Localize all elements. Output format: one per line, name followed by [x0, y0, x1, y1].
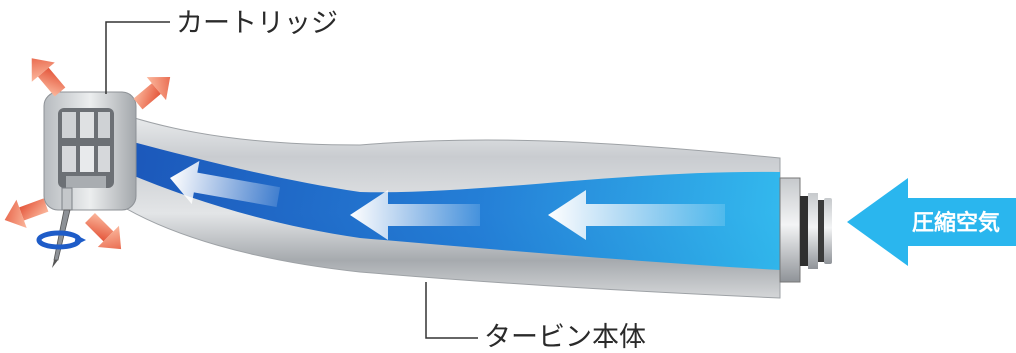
compressed-air-arrow: 圧縮空気 [847, 178, 1016, 266]
head-cartridge [43, 91, 137, 211]
turbine-body-label: タービン本体 [484, 322, 646, 353]
air-flow-arrow-icon [170, 160, 725, 240]
exhaust-arrow-icon [4, 58, 171, 250]
compressed-air-label: 圧縮空気 [912, 210, 1000, 236]
cartridge-label: カートリッジ [176, 8, 338, 39]
rotation-arrow-icon [36, 230, 86, 250]
cartridge-leader-line [105, 21, 170, 94]
connector [779, 177, 832, 283]
turbine-body-leader-line [425, 282, 478, 339]
